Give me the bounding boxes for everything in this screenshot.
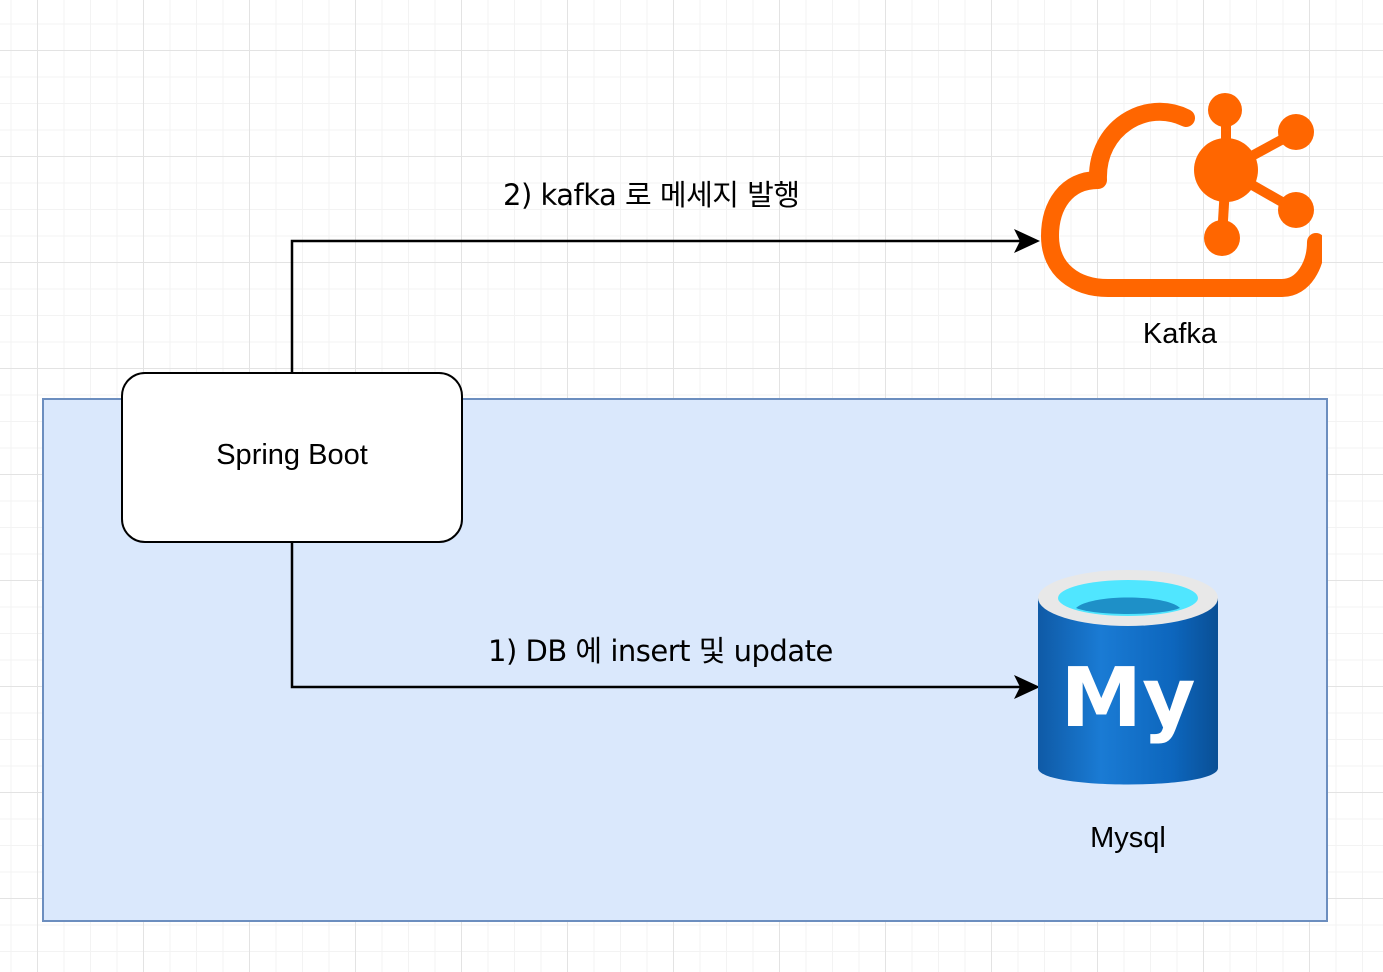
spring-boot-label: Spring Boot [216, 439, 368, 471]
mysql-label: Mysql [1090, 822, 1166, 854]
kafka-edge-label: 2) kafka 로 메세지 발행 [503, 178, 800, 212]
edge-spring-to-kafka[interactable] [290, 239, 1026, 372]
mysql-edge-label: 1) DB 에 insert 및 update [488, 634, 833, 668]
kafka-label: Kafka [1142, 318, 1218, 350]
mysql-database-icon[interactable]: My [1036, 568, 1220, 804]
spring-boot-node[interactable]: Spring Boot [121, 372, 463, 543]
kafka-cloud-icon[interactable] [1036, 88, 1322, 302]
mysql-icon-text: My [1060, 651, 1195, 746]
